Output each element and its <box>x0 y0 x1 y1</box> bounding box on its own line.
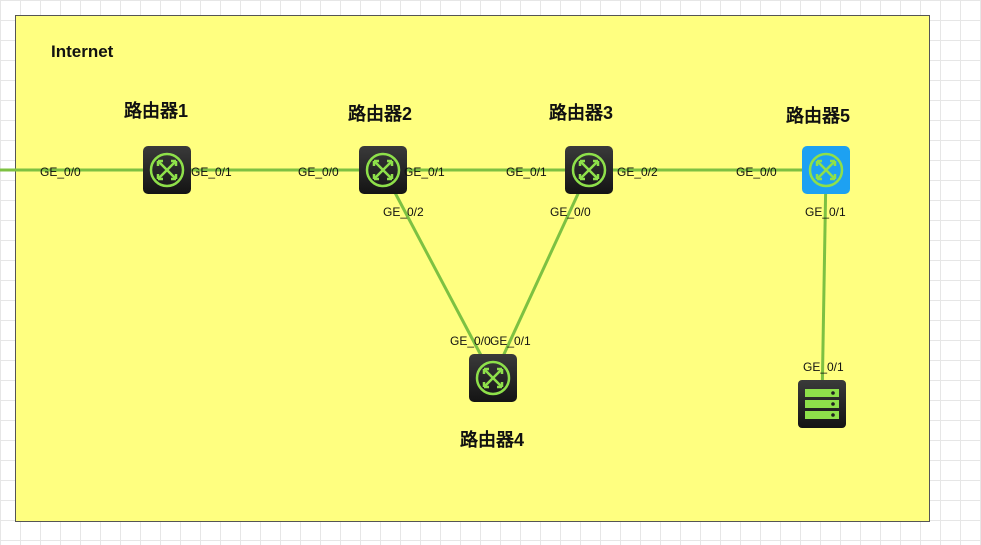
server[interactable] <box>798 380 846 428</box>
router-icon <box>571 152 607 188</box>
port-label-r2-to-r4: GE_0/2 <box>383 205 424 219</box>
router-2-label: 路由器2 <box>348 104 413 124</box>
port-label-server: GE_0/1 <box>803 360 844 374</box>
port-label-r2-from-r1: GE_0/0 <box>298 165 339 179</box>
zone-title: Internet <box>51 42 114 61</box>
router-3[interactable] <box>565 146 613 194</box>
port-label-r4-from-r3: GE_0/1 <box>490 334 531 348</box>
router-5-label: 路由器5 <box>786 106 851 126</box>
port-label-r2-to-r3: GE_0/1 <box>404 165 445 179</box>
port-label-r4-from-r2: GE_0/0 <box>450 334 491 348</box>
link-r2-r4[interactable] <box>381 169 495 379</box>
port-label-r1-to-r2: GE_0/1 <box>191 165 232 179</box>
router-icon <box>149 152 185 188</box>
server-icon <box>805 389 839 419</box>
port-label-r5-to-server: GE_0/1 <box>805 205 846 219</box>
router-icon <box>808 152 844 188</box>
link-r3-r4[interactable] <box>491 169 591 379</box>
internet-zone[interactable] <box>15 15 930 522</box>
router-4-label: 路由器4 <box>460 430 525 450</box>
port-label-r3-from-r2: GE_0/1 <box>506 165 547 179</box>
router-5[interactable] <box>802 146 850 194</box>
router-1[interactable] <box>143 146 191 194</box>
port-label-r3-to-r5: GE_0/2 <box>617 165 658 179</box>
router-4[interactable] <box>469 354 517 402</box>
router-icon <box>365 152 401 188</box>
router-3-label: 路由器3 <box>549 103 614 123</box>
port-label-r5-from-r3: GE_0/0 <box>736 165 777 179</box>
port-label-external-r1: GE_0/0 <box>40 165 81 179</box>
port-label-r3-to-r4: GE_0/0 <box>550 205 591 219</box>
router-2[interactable] <box>359 146 407 194</box>
link-r5-server[interactable] <box>820 169 828 405</box>
router-1-label: 路由器1 <box>124 101 189 121</box>
router-icon <box>475 360 511 396</box>
